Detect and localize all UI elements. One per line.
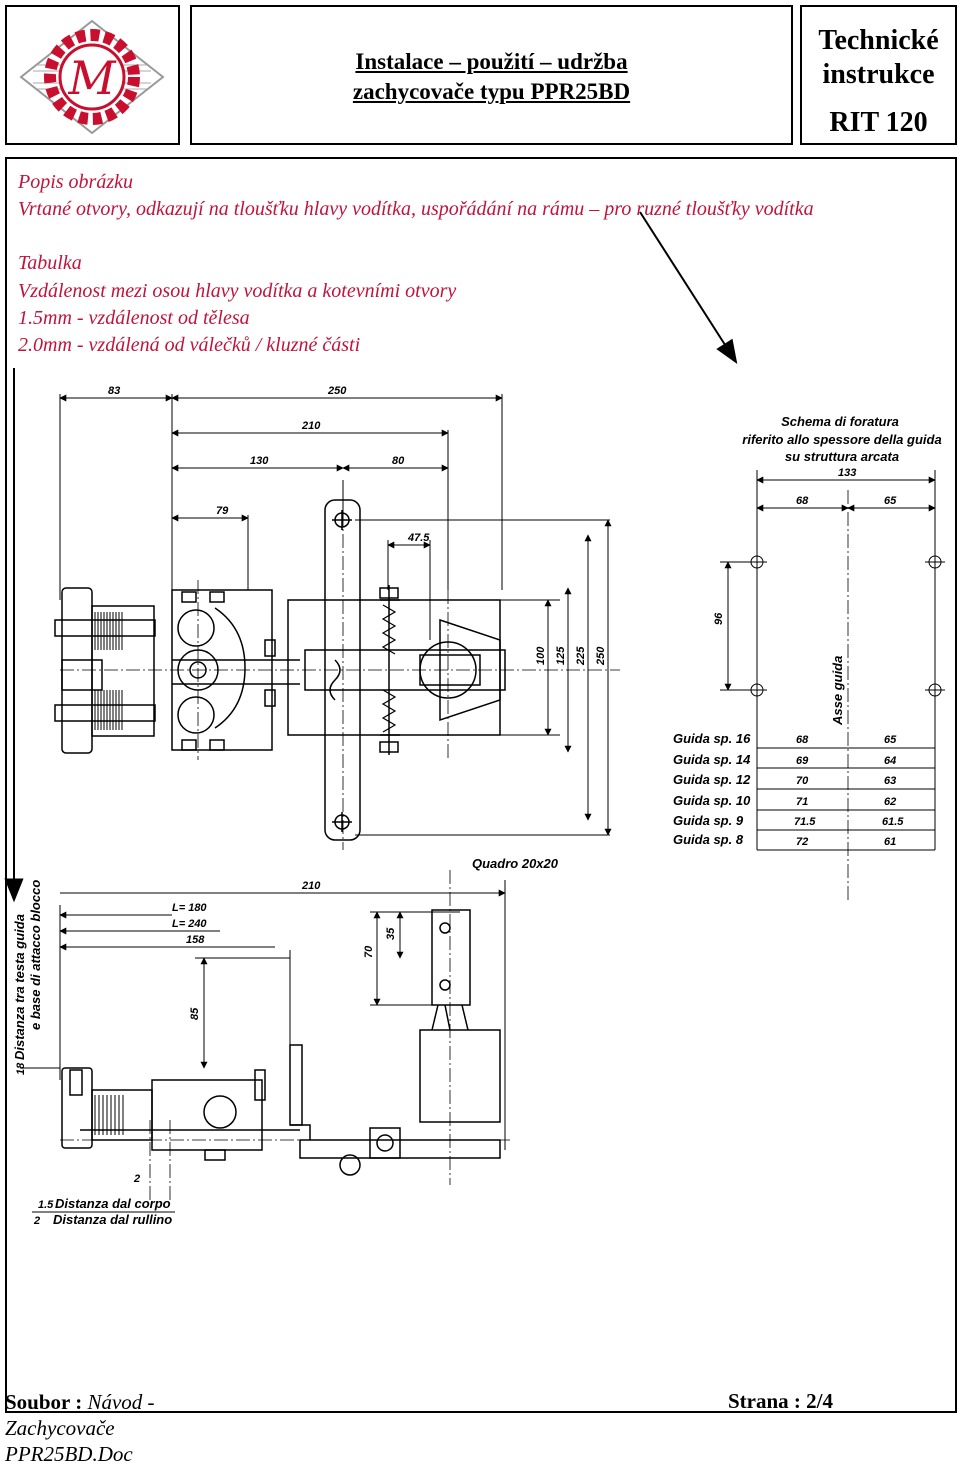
bottom-L180: L= 180 bbox=[172, 902, 207, 914]
tabulka-line2: 1.5mm - vzdálenost od tělesa bbox=[18, 307, 250, 329]
side-num: 18 bbox=[15, 1062, 27, 1075]
doc-title-line1: Instalace – použití – udržba bbox=[355, 49, 628, 74]
doc-type-line1: Technické bbox=[818, 25, 939, 56]
guida-row-a: 71.5 bbox=[794, 816, 816, 828]
dim-80: 80 bbox=[392, 455, 405, 467]
bottom-dim-158: 158 bbox=[186, 934, 205, 946]
bottom-dim-70: 70 bbox=[363, 945, 375, 958]
footer-file-label: Soubor : bbox=[5, 1390, 88, 1414]
guida-table: Guida sp. 16 68 65 Guida sp. 14 69 64 Gu… bbox=[673, 731, 935, 851]
side-label1: Distanza tra testa guida bbox=[12, 914, 27, 1060]
guida-row-label: Guida sp. 8 bbox=[673, 832, 744, 847]
schema-title1: Schema di foratura bbox=[781, 414, 899, 429]
schema-axis-label: Asse guida bbox=[830, 656, 845, 726]
guida-row-b: 64 bbox=[884, 755, 896, 767]
guida-row-label: Guida sp. 14 bbox=[673, 752, 751, 767]
guida-row-a: 69 bbox=[796, 755, 809, 767]
guida-row-a: 68 bbox=[796, 734, 809, 746]
bottom-dim-210: 210 bbox=[301, 880, 321, 892]
legend1-text: Distanza dal corpo bbox=[55, 1196, 171, 1211]
legend1-num: 1.5 bbox=[38, 1199, 54, 1211]
guida-row-b: 62 bbox=[884, 796, 896, 808]
dim-130: 130 bbox=[250, 455, 269, 467]
tabulka-line1: Vzdálenost mezi osou hlavy vodítka a kot… bbox=[18, 280, 457, 302]
title-box: Instalace – použití – udržba zachycovače… bbox=[190, 5, 793, 145]
guida-row-a: 71 bbox=[796, 796, 808, 808]
footer-file: Soubor : Návod - Zachycovače PPR25BD.Doc bbox=[5, 1389, 185, 1467]
guida-row-label: Guida sp. 16 bbox=[673, 731, 751, 746]
dim-210: 210 bbox=[301, 420, 321, 432]
footer-page: Strana : 2/4 bbox=[728, 1389, 833, 1414]
bottom-L240: L= 240 bbox=[172, 918, 207, 930]
dim-250: 250 bbox=[327, 385, 347, 397]
schema-dim-133: 133 bbox=[838, 467, 856, 479]
bottom-dim-85: 85 bbox=[189, 1007, 201, 1020]
schema-title3: su struttura arcata bbox=[785, 449, 899, 464]
guida-row-a: 72 bbox=[796, 836, 808, 848]
guida-row-label: Guida sp. 12 bbox=[673, 772, 751, 787]
dim-83: 83 bbox=[108, 385, 120, 397]
dim-125: 125 bbox=[555, 646, 567, 665]
logo-letter: M bbox=[67, 51, 117, 105]
footer-page-value: 2/4 bbox=[806, 1389, 834, 1413]
dim-47-5: 47.5 bbox=[407, 532, 430, 544]
doc-type-line2: instrukce bbox=[822, 59, 935, 90]
footer-page-label: Strana : bbox=[728, 1389, 807, 1413]
tabulka-line3: 2.0mm - vzdálená od válečků / kluzné čás… bbox=[18, 334, 361, 356]
legend2-num: 2 bbox=[33, 1215, 40, 1227]
guida-row-b: 63 bbox=[884, 775, 896, 787]
doc-code-box: Technické instrukce RIT 120 bbox=[800, 5, 957, 145]
legend2-text: Distanza dal rullino bbox=[53, 1212, 172, 1227]
dim-250-v: 250 bbox=[595, 646, 607, 666]
bottom-dim-35: 35 bbox=[385, 927, 397, 940]
side-view-mechanism bbox=[61, 909, 501, 1176]
dim-79: 79 bbox=[216, 505, 229, 517]
schema-dim-65: 65 bbox=[884, 495, 897, 507]
guida-row-label: Guida sp. 9 bbox=[673, 813, 744, 828]
schema-dim-68: 68 bbox=[796, 495, 809, 507]
dim-100: 100 bbox=[535, 646, 547, 665]
schema-dim-96: 96 bbox=[713, 612, 725, 625]
pointer-arrow bbox=[639, 211, 738, 365]
dim-225: 225 bbox=[575, 646, 587, 666]
bottom-dim-2: 2 bbox=[133, 1173, 140, 1185]
popis-heading: Popis obrázku bbox=[18, 171, 133, 193]
guida-row-a: 70 bbox=[796, 775, 809, 787]
guida-row-b: 61.5 bbox=[882, 816, 904, 828]
guida-row-b: 65 bbox=[884, 734, 897, 746]
logo-box: M bbox=[5, 5, 180, 145]
doc-title-line2: zachycovače typu PPR25BD bbox=[352, 79, 631, 104]
guida-row-b: 61 bbox=[884, 836, 896, 848]
doc-code: RIT 120 bbox=[829, 107, 928, 138]
side-label2: e base di attacco blocco bbox=[28, 880, 43, 1030]
main-frame bbox=[5, 157, 957, 1413]
tabulka-heading: Tabulka bbox=[18, 252, 82, 274]
schema-title2: riferito allo spessore della guida bbox=[742, 432, 941, 447]
guida-row-label: Guida sp. 10 bbox=[673, 793, 751, 808]
popis-text: Vrtané otvory, odkazují na tloušťku hlav… bbox=[18, 198, 814, 220]
quadro-label: Quadro 20x20 bbox=[472, 856, 559, 871]
company-logo: M bbox=[19, 19, 165, 135]
